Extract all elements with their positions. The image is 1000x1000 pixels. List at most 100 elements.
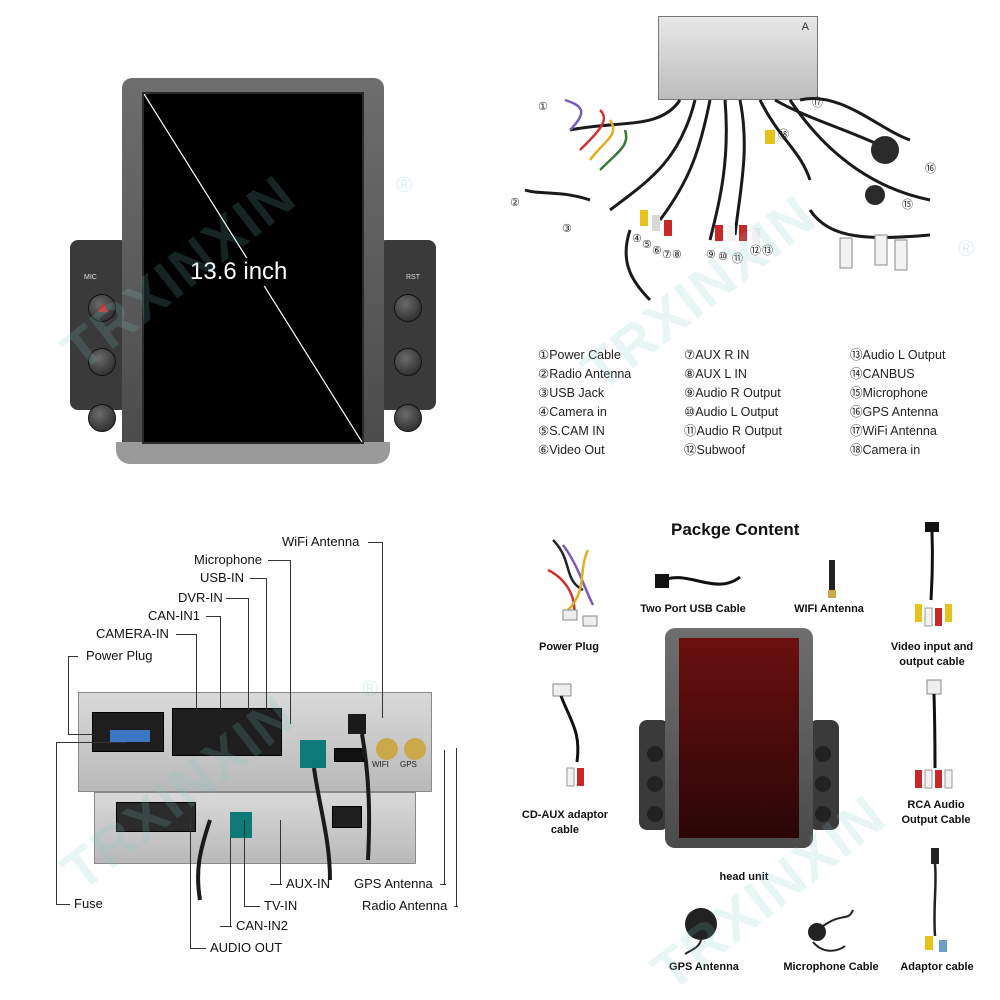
legend-item: ①Power Cable: [538, 348, 621, 362]
marker-4: ④: [632, 233, 642, 245]
eject-button[interactable]: [394, 294, 422, 322]
wifi-antenna-label: WIFI Antenna: [794, 603, 864, 615]
adaptor-cable-item-image: [925, 848, 947, 952]
head-unit-image: 13.6 inch MIC RST: [66, 74, 438, 474]
dvr-in-callout: DVR-IN: [178, 590, 223, 605]
marker-15: ⑮: [902, 199, 913, 211]
gps-antenna-label: GPS Antenna: [669, 961, 739, 973]
fuse: [110, 730, 150, 742]
wifi-antenna-callout: WiFi Antenna: [282, 534, 360, 549]
wiring-legend-col-1: ①Power Cable ②Radio Antenna ③USB Jack ④C…: [538, 346, 631, 460]
tv-in-port: [300, 740, 326, 768]
package-title: Packge Content: [671, 520, 800, 539]
back-panel-image: WIFI GPS WiFi Antenna Microphone USB-IN …: [0, 520, 500, 990]
wiring-legend-col-2: ⑦AUX R IN ⑧AUX L IN ⑨Audio R Output ⑩Aud…: [684, 346, 782, 460]
legend-item: ⑭CANBUS: [850, 367, 915, 381]
watermark-registered-mark: ®: [362, 676, 379, 701]
marker-17: ⑰: [812, 97, 823, 109]
aux-in-callout: AUX-IN: [286, 876, 331, 891]
can-in2-port: [230, 812, 252, 838]
legend-item: ⑧AUX L IN: [684, 367, 747, 381]
marker-8: ⑧: [672, 249, 682, 261]
legend-item: ⑥Video Out: [538, 443, 605, 457]
tv-in-callout: TV-IN: [264, 898, 298, 913]
screen-size-label: 13.6 inch: [186, 258, 292, 286]
watermark-registered-mark: ®: [958, 236, 975, 261]
wiring-legend-col-3: ⑬Audio L Output ⑭CANBUS ⑮Microphone ⑯GPS…: [850, 346, 945, 460]
video-cable-item-image: [915, 522, 952, 627]
wifi-port-label: WIFI: [372, 760, 389, 769]
temp-button-left[interactable]: [88, 348, 116, 376]
legend-item: ⑰WiFi Antenna: [850, 424, 937, 438]
microphone-cable-label: Microphone Cable: [783, 961, 879, 973]
control-module-box: A: [658, 16, 818, 100]
legend-item: ②Radio Antenna: [538, 367, 632, 381]
marker-12: ⑫: [750, 245, 761, 257]
down-button-right[interactable]: [394, 404, 422, 432]
marker-7: ⑦: [662, 249, 672, 261]
aux-in-port: [348, 714, 366, 734]
cd-aux-label: CD-AUX adaptor cable: [521, 809, 609, 836]
marker-13: ⑬: [762, 245, 773, 257]
microphone-callout: Microphone: [194, 552, 262, 567]
audio-out-callout: AUDIO OUT: [210, 940, 283, 955]
marker-3: ③: [562, 223, 572, 235]
legend-item: ⑪Audio R Output: [684, 424, 782, 438]
temp-button-right[interactable]: [394, 348, 422, 376]
right-control-panel: [378, 240, 436, 410]
legend-item: ⑯GPS Antenna: [850, 405, 939, 419]
power-plug-item-image: [547, 539, 598, 627]
legend-item: ⑦AUX R IN: [684, 348, 750, 362]
legend-item: ⑩Audio L Output: [684, 405, 779, 419]
head-unit-bottom-trim: [116, 442, 390, 464]
aux-connector-lower: [332, 806, 362, 828]
marker-5: ⑤: [642, 239, 652, 251]
marker-6: ⑥: [652, 245, 662, 257]
camera-in-callout: CAMERA-IN: [96, 626, 169, 641]
gps-antenna-callout: GPS Antenna: [354, 876, 433, 891]
cd-aux-item-image: [552, 683, 584, 787]
adaptor-cable-label: Adaptor cable: [900, 961, 974, 973]
package-content: Packge Content Power Plug Two Port USB C…: [505, 510, 995, 995]
gps-port: [404, 738, 426, 760]
marker-16: ⑯: [925, 163, 936, 175]
legend-item: ⑮Microphone: [850, 386, 928, 400]
marker-9: ⑨: [706, 249, 716, 261]
gps-port-label: GPS: [400, 760, 417, 769]
wiring-cables: [524, 96, 931, 302]
audio-out-connector: [116, 802, 196, 832]
head-unit-item-image: [639, 628, 839, 858]
can-in1-callout: CAN-IN1: [148, 608, 201, 623]
video-cable-label: Video input and output cable: [890, 641, 974, 668]
rca-cable-item-image: [915, 679, 953, 789]
back-panel-cables: [196, 733, 372, 901]
rst-label: RST: [406, 274, 420, 281]
rca-cable-label: RCA Audio Output Cable: [901, 799, 971, 826]
marker-2: ②: [510, 197, 520, 209]
left-control-panel: [70, 240, 128, 410]
head-unit-label: head unit: [719, 871, 769, 883]
can-in2-callout: CAN-IN2: [236, 918, 289, 933]
power-plug-connector: [92, 712, 164, 752]
down-button-left[interactable]: [88, 404, 116, 432]
usb-cable-label: Two Port USB Cable: [640, 603, 746, 615]
gps-antenna-item-image: [684, 908, 717, 955]
legend-item: ③USB Jack: [538, 386, 605, 400]
marker-18: ⑱: [778, 129, 789, 141]
camera-can-connector-block: [172, 708, 282, 756]
legend-item: ⑤S.CAM IN: [538, 424, 605, 438]
legend-item: ⑫Subwoof: [684, 443, 746, 457]
head-unit-screen: 13.6 inch: [142, 92, 364, 444]
wifi-port: [376, 738, 398, 760]
watermark-registered-mark: ®: [396, 172, 413, 197]
power-plug-callout: Power Plug: [86, 648, 153, 663]
wifi-antenna-item-image: [828, 560, 836, 598]
legend-item: ⑱Camera in: [850, 443, 921, 457]
marker-10: ⑩: [718, 251, 728, 263]
usb-cable-item-image: [655, 574, 741, 588]
hazard-button[interactable]: [88, 294, 116, 322]
legend-item: ④Camera in: [538, 405, 607, 419]
usb-in-callout: USB-IN: [200, 570, 245, 585]
fuse-callout: Fuse: [74, 896, 103, 911]
mic-label: MIC: [84, 274, 97, 281]
